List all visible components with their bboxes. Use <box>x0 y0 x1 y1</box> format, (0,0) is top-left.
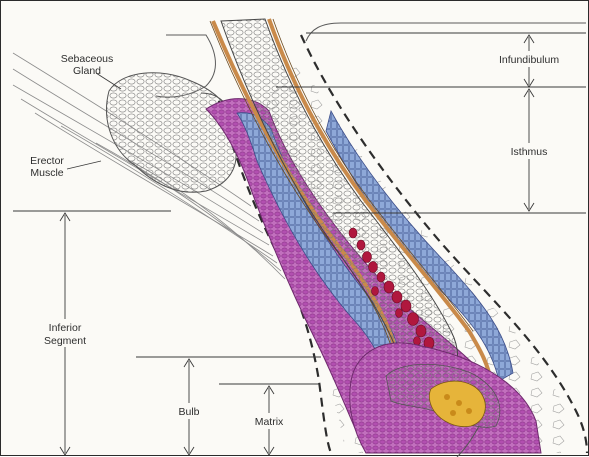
label-matrix: Matrix <box>255 416 284 428</box>
label-infundibulum: Infundibulum <box>499 54 559 66</box>
sebaceous-gland <box>107 73 236 193</box>
label-inferior-line2: Segment <box>44 335 86 347</box>
label-sebaceous-line2: Gland <box>73 65 101 77</box>
label-erector-line2: Muscle <box>30 167 63 179</box>
label-bulb: Bulb <box>178 406 199 418</box>
label-inferior-line1: Inferior <box>49 322 82 334</box>
label-isthmus: Isthmus <box>511 146 548 158</box>
label-sebaceous-line1: Sebaceous <box>61 53 114 65</box>
label-erector-line1: Erector <box>30 155 64 167</box>
